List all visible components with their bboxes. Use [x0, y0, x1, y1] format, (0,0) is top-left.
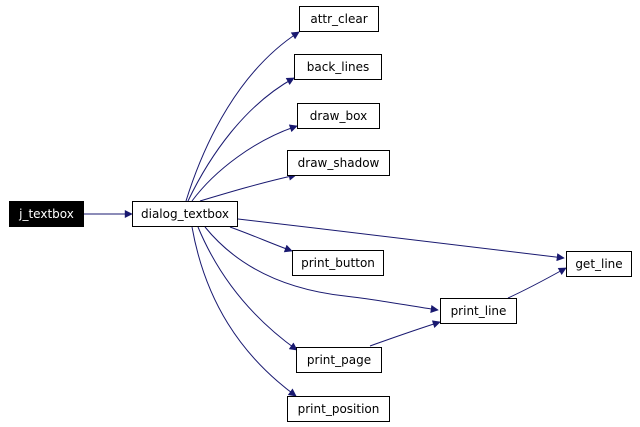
node-back_lines[interactable]: back_lines — [294, 54, 382, 80]
node-label: draw_box — [309, 109, 368, 123]
node-draw_shadow[interactable]: draw_shadow — [287, 150, 390, 176]
node-label: print_line — [450, 304, 507, 318]
edge-dialog_textbox-print_page — [197, 226, 298, 351]
edge-dialog_textbox-back_lines — [187, 77, 295, 202]
node-label: back_lines — [306, 60, 370, 74]
node-print_button[interactable]: print_button — [292, 250, 384, 276]
node-print_line[interactable]: print_line — [440, 298, 517, 324]
node-label: print_page — [306, 353, 372, 367]
node-print_page[interactable]: print_page — [296, 347, 382, 373]
node-label: j_textbox — [19, 207, 74, 221]
node-label: draw_shadow — [297, 156, 380, 170]
node-j_textbox[interactable]: j_textbox — [9, 201, 84, 227]
node-get_line[interactable]: get_line — [566, 251, 632, 277]
node-draw_box[interactable]: draw_box — [297, 103, 380, 129]
node-dialog_textbox[interactable]: dialog_textbox — [132, 201, 238, 227]
edge-print_line-get_line — [507, 267, 567, 299]
node-label: print_position — [297, 402, 380, 416]
edge-dialog_textbox-get_line — [237, 218, 565, 262]
edge-dialog_textbox-print_line — [204, 226, 439, 313]
edge-dialog_textbox-draw_box — [191, 124, 298, 202]
node-label: dialog_textbox — [141, 207, 229, 221]
node-label: attr_clear — [310, 12, 368, 26]
node-label: get_line — [575, 257, 623, 271]
node-attr_clear[interactable]: attr_clear — [299, 6, 379, 32]
edge-dialog_textbox-attr_clear — [185, 31, 300, 202]
edge-print_page-print_line — [369, 320, 441, 347]
edge-dialog_textbox-print_position — [191, 226, 297, 397]
edge-dialog_textbox-print_button — [229, 226, 293, 253]
node-print_position[interactable]: print_position — [287, 396, 390, 422]
edge-dialog_textbox-draw_shadow — [199, 172, 297, 202]
node-label: print_button — [301, 256, 375, 270]
